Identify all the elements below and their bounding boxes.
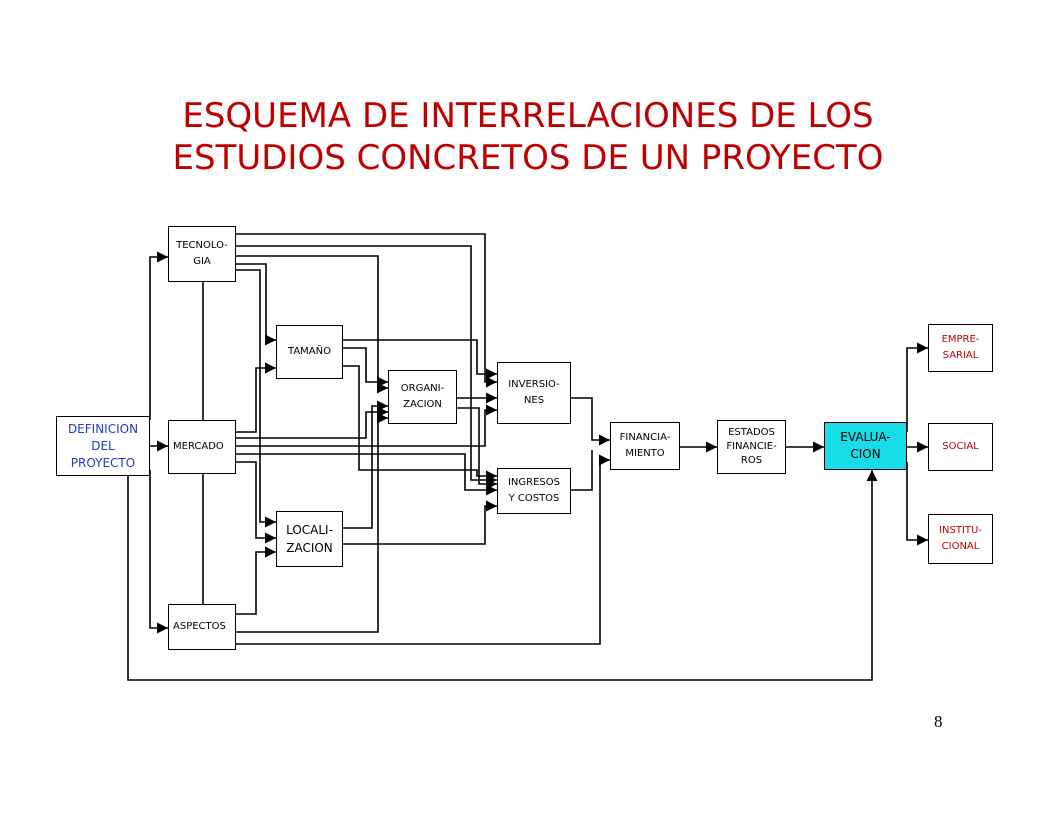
line-eva-emp: [906, 342, 928, 432]
organizacion-line-1: ORGANI-: [400, 383, 445, 394]
localizacion-line-1: LOCALI-: [286, 523, 333, 537]
box-estados-financieros: ESTADOS FINANCIE- ROS: [717, 420, 786, 474]
line-ing-fin: [571, 450, 593, 491]
line-tec-inv: [236, 233, 497, 388]
line-mer-inv: [236, 404, 497, 447]
mercado-label: MERCADO: [173, 441, 224, 452]
line-asp-org: [236, 412, 388, 633]
box-aspectos: ASPECTOS: [168, 604, 236, 650]
estados-line-2: FINANCIE-: [726, 441, 777, 452]
line-org-ing: [457, 407, 497, 490]
box-tecnologia: TECNOLO- GIA: [168, 226, 236, 282]
tecnologia-line-1: TECNOLO-: [176, 240, 228, 251]
organizacion-line-2: ZACION: [403, 399, 442, 410]
box-tamano: TAMAÑO: [276, 325, 343, 379]
inversiones-line-2: NES: [523, 395, 545, 406]
inversiones-line-1: INVERSIO-: [508, 379, 560, 390]
line-def-asp: [149, 470, 168, 634]
line-loc-ing: [343, 500, 497, 545]
line-def-tec: [149, 251, 168, 420]
evaluacion-line-2: CION: [850, 447, 881, 461]
line-inv-fin: [571, 397, 610, 446]
definicion-line-3: PROYECTO: [70, 455, 136, 470]
box-mercado: MERCADO: [168, 420, 236, 474]
ingresos-line-1: INGRESOS: [507, 477, 560, 488]
line-mer-ing: [236, 453, 497, 496]
line-loc-org: [343, 400, 388, 529]
institucional-line-1: INSTITU-: [939, 525, 982, 536]
line-def-eva: [127, 470, 878, 681]
line-mer-tam: [236, 362, 276, 433]
title-line-2: ESTUDIOS CONCRETOS DE UN PROYECTO: [172, 138, 884, 178]
aspectos-label: ASPECTOS: [173, 621, 226, 632]
localizacion-line-2: ZACION: [286, 541, 333, 555]
definicion-line-2: DEL: [91, 438, 115, 453]
box-ingresos-costos: INGRESOS Y COSTOS: [497, 468, 571, 514]
line-tam-ing: [343, 365, 497, 482]
box-empresarial: EMPRE- SARIAL: [928, 324, 993, 372]
diagram-title: ESQUEMA DE INTERRELACIONES DE LOS ESTUDI…: [0, 95, 1056, 179]
box-definicion-proyecto: DEFINICION DEL PROYECTO: [56, 416, 150, 476]
box-organizacion: ORGANI- ZACION: [388, 370, 457, 424]
definicion-line-1: DEFINICION: [67, 421, 139, 436]
line-asp-fin: [236, 454, 610, 645]
line-mer-org: [236, 406, 388, 439]
title-line-1: ESQUEMA DE INTERRELACIONES DE LOS: [182, 96, 874, 136]
box-financiamiento: FINANCIA- MIENTO: [610, 422, 680, 470]
financiamiento-line-1: FINANCIA-: [619, 432, 671, 443]
box-localizacion: LOCALI- ZACION: [276, 511, 343, 567]
institucional-line-2: CIONAL: [941, 541, 980, 552]
estados-line-3: ROS: [740, 455, 763, 466]
evaluacion-line-1: EVALUA-: [840, 430, 891, 444]
empresarial-line-2: SARIAL: [942, 350, 979, 361]
tecnologia-line-2: GIA: [193, 256, 211, 267]
financiamiento-line-2: MIENTO: [625, 448, 665, 459]
box-institucional: INSTITU- CIONAL: [928, 514, 993, 564]
page-number: 8: [934, 712, 943, 731]
ingresos-line-2: Y COSTOS: [508, 493, 560, 504]
line-tam-org: [343, 347, 388, 388]
estados-line-1: ESTADOS: [728, 427, 775, 438]
line-tam-inv: [343, 339, 497, 380]
line-asp-loc: [236, 546, 276, 615]
social-label: SOCIAL: [942, 441, 979, 452]
line-mer-loc: [236, 461, 276, 544]
line-tec-tam: [236, 263, 276, 346]
line-eva-ins: [906, 462, 928, 546]
line-tec-loc: [236, 269, 276, 528]
box-evaluacion: EVALUA- CION: [824, 422, 907, 470]
box-inversiones: INVERSIO- NES: [497, 362, 571, 424]
line-tec-ing: [236, 245, 497, 486]
line-tec-org: [236, 255, 388, 394]
empresarial-line-1: EMPRE-: [941, 334, 980, 345]
box-social: SOCIAL: [928, 423, 993, 471]
tamano-label: TAMAÑO: [288, 346, 331, 357]
